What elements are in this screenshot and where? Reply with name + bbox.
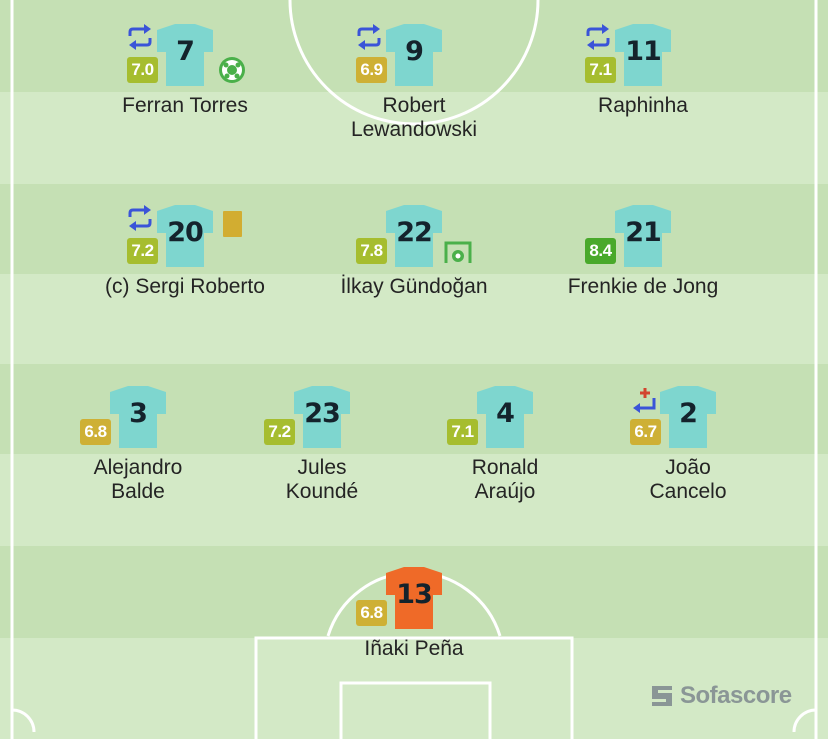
player-name-line: Alejandro: [93, 456, 183, 479]
rating-badge: 7.2: [127, 238, 158, 264]
player-name-line: Frenkie de Jong: [567, 275, 719, 298]
player-shirt: 4: [477, 386, 533, 448]
substitution-icon: [128, 205, 152, 231]
player-name-line: Jules: [297, 456, 347, 479]
player-shirt: 20: [157, 205, 213, 267]
shirt-number: 7: [176, 36, 195, 67]
shirt-icon: [157, 205, 213, 267]
shirt-number: 20: [167, 217, 204, 248]
player-name: Raphinha: [513, 94, 773, 118]
player-shirt: 21: [615, 205, 671, 267]
player-name-line: João: [665, 456, 711, 479]
shirt-number: 21: [625, 217, 662, 248]
assist-icon: [444, 241, 472, 263]
player-name-line: Balde: [111, 480, 165, 503]
player-name-line: Araújo: [474, 480, 536, 503]
player-shirt: 3: [110, 386, 166, 448]
player-shirt: 11: [615, 24, 671, 86]
player-name: Ferran Torres: [55, 94, 315, 118]
shirt-icon: [386, 24, 442, 86]
shirt-number: 9: [405, 36, 424, 67]
shirt-number: 3: [129, 398, 148, 429]
player-name-line: Raphinha: [598, 94, 688, 117]
shirt-number: 11: [625, 36, 662, 67]
player-name: İlkay Gündoğan: [284, 275, 544, 299]
shirt-icon: [386, 567, 442, 629]
shirt-number: 2: [679, 398, 698, 429]
rating-badge: 7.0: [127, 57, 158, 83]
player-name-line: Robert: [382, 94, 446, 117]
player-name: Frenkie de Jong: [513, 275, 773, 299]
substitution-icon: [357, 24, 381, 50]
shirt-number: 23: [304, 398, 341, 429]
rating-badge: 7.2: [264, 419, 295, 445]
shirt-icon: [386, 205, 442, 267]
rating-badge: 8.4: [585, 238, 616, 264]
brand-name: Sofascore: [680, 682, 792, 709]
player-name-line: Ferran Torres: [122, 94, 248, 117]
rating-badge: 6.9: [356, 57, 387, 83]
yellow-card-icon: [223, 211, 242, 237]
player-shirt: 13: [386, 567, 442, 629]
goal-icon: [219, 57, 245, 83]
shirt-number: 22: [396, 217, 433, 248]
player-card-dejong[interactable]: 21 8.4 Frenkie de Jong: [513, 181, 773, 331]
shirt-icon: [615, 205, 671, 267]
player-card-torres[interactable]: 7 7.0 Ferran Torres: [55, 0, 315, 150]
player-card-gundogan[interactable]: 22 7.8 İlkay Gündoğan: [284, 181, 544, 331]
shirt-number: 4: [496, 398, 515, 429]
player-shirt: 22: [386, 205, 442, 267]
player-name-line: Koundé: [285, 480, 359, 503]
substitution-icon: [128, 24, 152, 50]
shirt-icon: [615, 24, 671, 86]
sofascore-brand[interactable]: Sofascore: [650, 682, 792, 710]
player-name-line: Lewandowski: [350, 118, 478, 141]
shirt-icon: [477, 386, 533, 448]
rating-badge: 7.1: [447, 419, 478, 445]
player-name-line: (c) Sergi Roberto: [105, 275, 265, 298]
player-name: (c) Sergi Roberto: [55, 275, 315, 299]
shirt-icon: [294, 386, 350, 448]
substitution-icon: [586, 24, 610, 50]
player-card-raphinha[interactable]: 11 7.1 Raphinha: [513, 0, 773, 150]
rating-badge: 6.8: [80, 419, 111, 445]
rating-badge: 7.1: [585, 57, 616, 83]
player-card-roberto[interactable]: 20 7.2 (c) Sergi Roberto: [55, 181, 315, 331]
shirt-number: 13: [396, 579, 433, 610]
player-name-line: Ronald: [471, 456, 539, 479]
shirt-icon: [157, 24, 213, 86]
player-shirt: 2: [660, 386, 716, 448]
player-name-line: Cancelo: [649, 480, 727, 503]
rating-badge: 6.8: [356, 600, 387, 626]
sofascore-logo-icon: [652, 686, 672, 706]
sub-in-icon: [633, 388, 656, 413]
player-shirt: 9: [386, 24, 442, 86]
player-name-line: İlkay Gündoğan: [340, 275, 488, 298]
player-name-line: Iñaki Peña: [364, 637, 464, 660]
player-card-pena[interactable]: 13 6.8 Iñaki Peña: [284, 543, 544, 693]
shirt-icon: [660, 386, 716, 448]
player-shirt: 7: [157, 24, 213, 86]
rating-badge: 7.8: [356, 238, 387, 264]
rating-badge: 6.7: [630, 419, 661, 445]
player-name: Iñaki Peña: [284, 637, 544, 661]
shirt-icon: [110, 386, 166, 448]
player-shirt: 23: [294, 386, 350, 448]
